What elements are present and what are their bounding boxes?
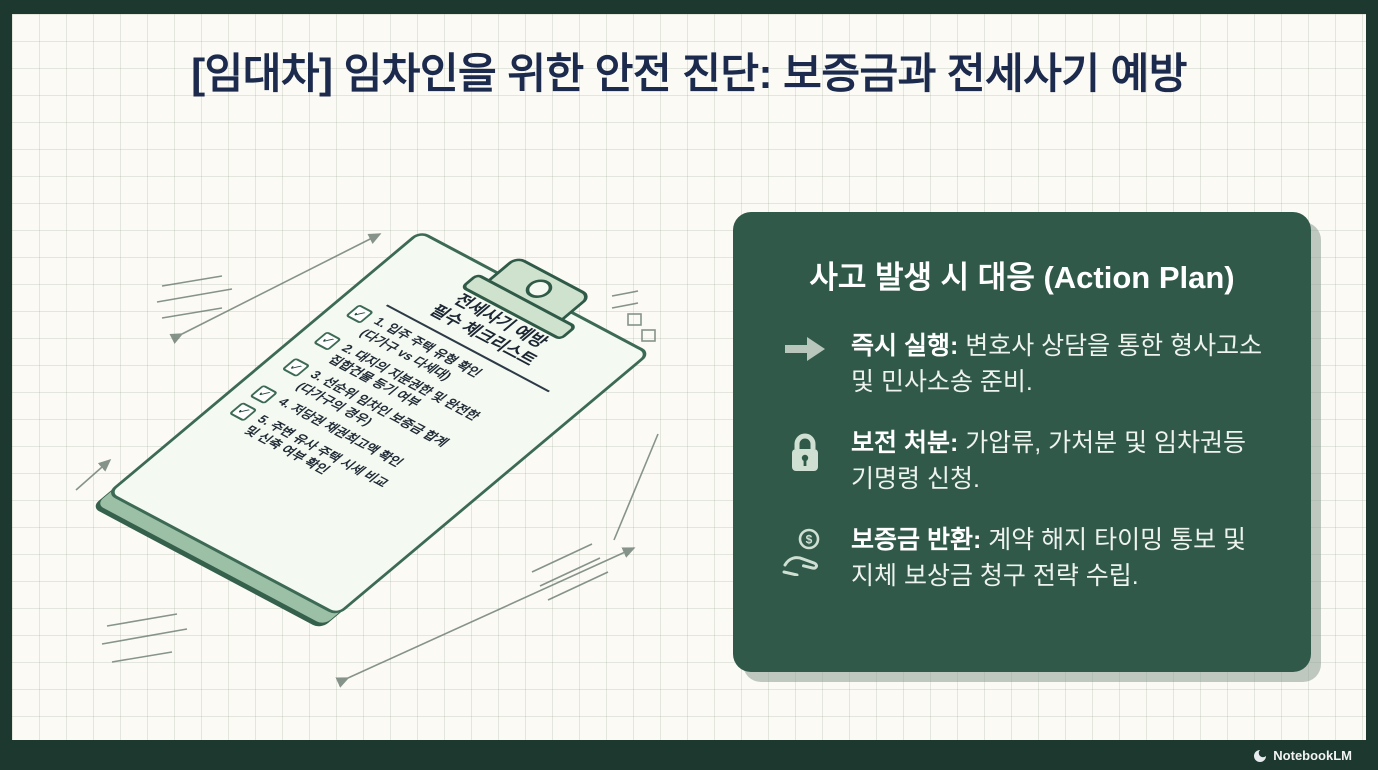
notebooklm-label: NotebookLM <box>1273 748 1352 763</box>
action-item-body: 가압류, 가처분 및 임차권등기명령 신청. <box>851 429 1247 493</box>
arrow-right-icon <box>779 329 831 364</box>
action-item-label: 즉시 실행: <box>851 332 959 360</box>
action-item-label: 보증금 반환: <box>851 526 982 554</box>
grid-paper-canvas: [임대차] 임차인을 위한 안전 진단: 보증금과 전세사기 예방 <box>12 14 1366 740</box>
checkbox-icon: ✓ <box>281 357 311 378</box>
lock-icon <box>779 426 831 475</box>
notebooklm-icon <box>1254 749 1267 762</box>
action-plan-title: 사고 발생 시 대응 (Action Plan) <box>809 260 1235 295</box>
checkbox-icon: ✓ <box>249 384 279 405</box>
check-glyph: ✓ <box>253 386 276 402</box>
checkbox-icon: ✓ <box>312 331 342 351</box>
checkbox-icon: ✓ <box>228 401 258 422</box>
action-item-text: 즉시 실행: 변호사 상담을 통한 형사고소 및 민사소송 준비. <box>851 329 1265 400</box>
action-item-body: 계약 해지 타이밍 통보 및 지체 보상금 청구 전략 수립. <box>851 526 1247 590</box>
check-glyph: ✓ <box>284 359 308 376</box>
action-item: $ 보증금 반환: 계약 해지 타이밍 통보 및 지체 보상금 청구 전략 수립… <box>779 523 1265 594</box>
check-glyph: ✓ <box>232 403 255 420</box>
action-item-body: 변호사 상담을 통한 형사고소 및 민사소송 준비. <box>851 332 1263 396</box>
hand-coin-icon: $ <box>779 523 831 576</box>
svg-text:$: $ <box>806 533 813 547</box>
check-glyph: ✓ <box>348 306 371 322</box>
check-glyph: ✓ <box>316 332 339 349</box>
action-plan-panel: 사고 발생 시 대응 (Action Plan) 즉시 실행: 변호사 상담을 … <box>733 212 1311 672</box>
action-item-text: 보전 처분: 가압류, 가처분 및 임차권등기명령 신청. <box>851 426 1265 497</box>
page-title: [임대차] 임차인을 위한 안전 진단: 보증금과 전세사기 예방 <box>191 50 1187 97</box>
checkbox-icon: ✓ <box>344 304 374 325</box>
notebooklm-logo: NotebookLM <box>1253 748 1352 763</box>
checklist-clipboard: 전세사기 예방 필수 체크리스트 ✓ 1. 입주 주택 유형 확인 (다가구 v… <box>106 230 652 617</box>
action-item: 즉시 실행: 변호사 상담을 통한 형사고소 및 민사소송 준비. <box>779 329 1265 400</box>
action-item-label: 보전 처분: <box>851 429 959 457</box>
action-item-text: 보증금 반환: 계약 해지 타이밍 통보 및 지체 보상금 청구 전략 수립. <box>851 523 1265 594</box>
action-item: 보전 처분: 가압류, 가처분 및 임차권등기명령 신청. <box>779 426 1265 497</box>
